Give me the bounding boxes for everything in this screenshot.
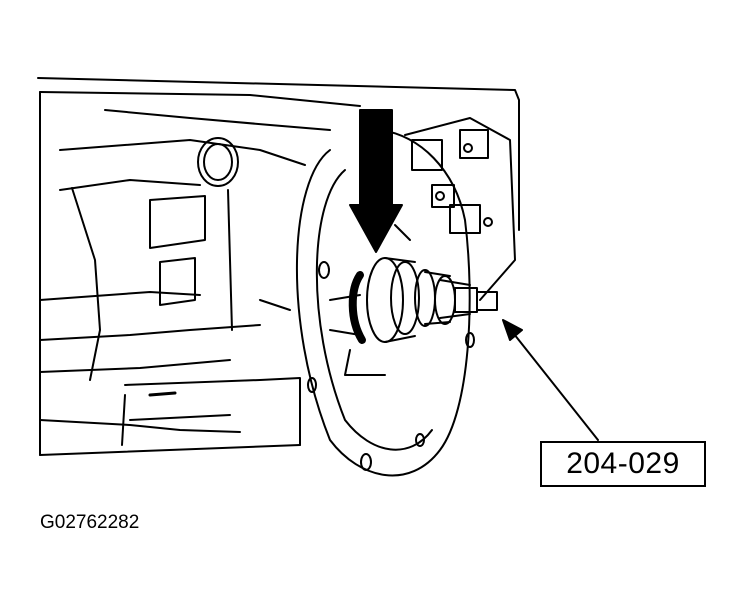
- converter-flange: [296, 129, 475, 477]
- tool-number-label: 204-029: [566, 447, 680, 480]
- pump-housing: [329, 117, 516, 376]
- transmission-case: [37, 77, 520, 456]
- shaft-and-tool: [348, 257, 498, 344]
- leader-line: [513, 333, 599, 441]
- leader-arrowhead: [502, 319, 523, 341]
- tool-number-callout: 204-029: [540, 441, 706, 487]
- figure-id: G02762282: [40, 512, 140, 533]
- down-arrow: [349, 109, 403, 253]
